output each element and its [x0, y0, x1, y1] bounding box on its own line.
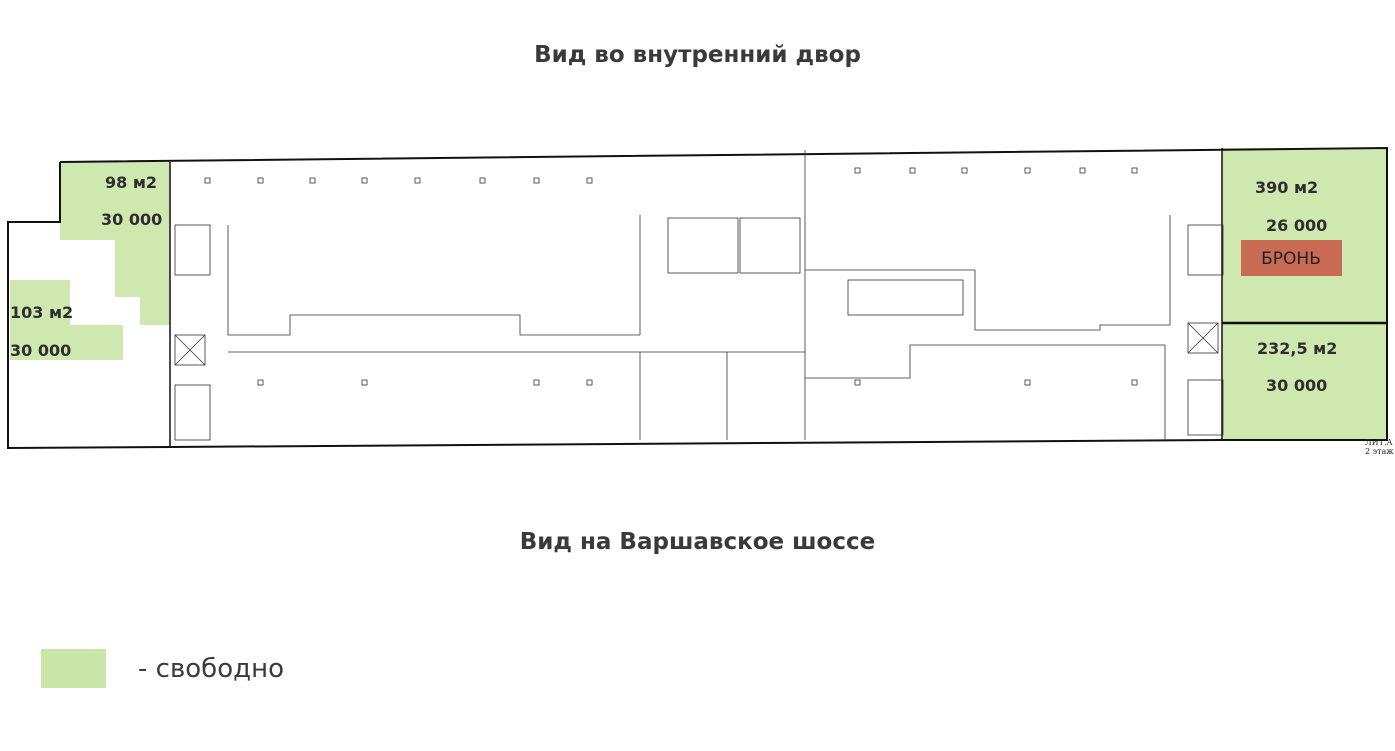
heading-highway-view: Вид на Варшавское шоссе [519, 529, 876, 555]
unit-390-price: 26 000 [1266, 216, 1327, 235]
legend-free-label: - свободно [138, 653, 284, 684]
plan-note-lit: ЛИТ.А [1365, 438, 1393, 447]
unit-98-area: 98 м2 [105, 173, 157, 192]
zone-unit-103[interactable] [10, 280, 123, 360]
unit-103-area: 103 м2 [10, 303, 73, 322]
reserved-badge-label: БРОНЬ [1261, 249, 1321, 269]
unit-98-price: 30 000 [101, 210, 162, 229]
reserved-badge [1241, 240, 1342, 276]
unit-232-price: 30 000 [1266, 376, 1327, 395]
unit-390-area: 390 м2 [1255, 178, 1318, 197]
heading-courtyard-view: Вид во внутренний двор [534, 42, 861, 68]
legend: - свободно [41, 649, 284, 688]
zone-unit-390[interactable] [1222, 148, 1387, 323]
unit-103-price: 30 000 [10, 341, 71, 360]
plan-note-floor: 2 этаж [1365, 447, 1394, 456]
zone-unit-232[interactable] [1222, 323, 1387, 440]
legend-free-swatch [41, 649, 106, 688]
floor-plan: ЛИТ.А 2 этаж 98 м2 30 000 103 м2 30 000 … [7, 146, 1394, 456]
building-walls [7, 146, 1388, 450]
unit-232-area: 232,5 м2 [1257, 339, 1337, 358]
zone-unit-98[interactable] [60, 162, 170, 325]
